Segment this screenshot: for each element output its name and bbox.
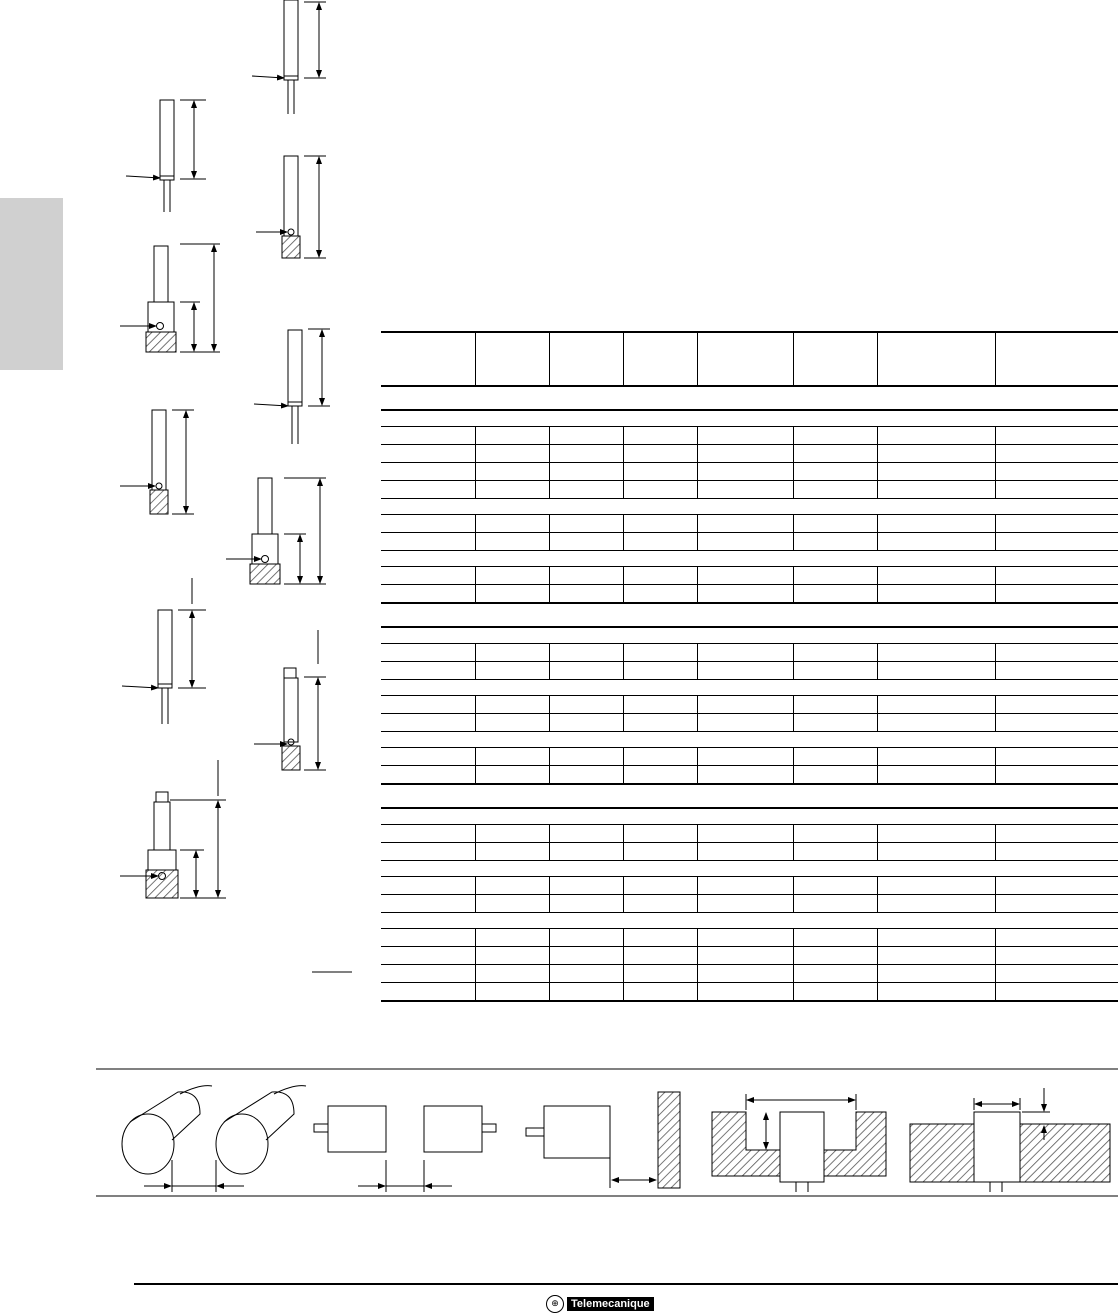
table-row <box>381 514 1118 533</box>
group-row <box>381 410 1118 427</box>
header-cell <box>696 331 793 387</box>
table-row <box>381 643 1118 662</box>
table-row <box>381 982 1118 1002</box>
table-header-row <box>381 331 1118 387</box>
table-row <box>381 765 1118 785</box>
section-row <box>381 386 1118 411</box>
group-row <box>381 731 1118 748</box>
sensor-drawing-e <box>253 328 330 444</box>
table-row <box>381 462 1118 481</box>
section-row <box>381 603 1118 628</box>
table-row <box>381 824 1118 843</box>
sensor-drawing-h <box>121 578 206 724</box>
spec-table <box>381 331 1118 1002</box>
group-row <box>381 498 1118 515</box>
group-row <box>381 550 1118 567</box>
header-cell <box>381 331 475 387</box>
diagram-facing-metal <box>525 1091 681 1189</box>
table-row <box>381 695 1118 714</box>
brand-name: Telemecanique <box>567 1297 654 1311</box>
group-row <box>381 808 1118 825</box>
te-logo-icon: ⊕ <box>546 1295 564 1313</box>
table-row <box>381 566 1118 585</box>
diagram-flush-mount <box>909 1088 1111 1192</box>
diagram-face-to-face <box>313 1105 497 1192</box>
header-cell <box>994 331 1118 387</box>
header-cell <box>876 331 995 387</box>
sensor-drawing-a <box>251 0 326 114</box>
footer-rule <box>134 1283 1118 1285</box>
header-cell <box>622 331 697 387</box>
group-row <box>381 627 1118 644</box>
table-row <box>381 876 1118 895</box>
sensor-drawing-b <box>125 99 206 212</box>
header-cell <box>792 331 877 387</box>
diagram-recess <box>711 1094 887 1192</box>
table-row <box>381 661 1118 680</box>
sensor-drawing-c <box>256 155 326 259</box>
table-row <box>381 894 1118 913</box>
table-row <box>381 426 1118 445</box>
table-row <box>381 964 1118 983</box>
table-row <box>381 842 1118 861</box>
table-row <box>381 532 1118 551</box>
diagram-side-by-side <box>121 1085 307 1192</box>
brand-logo: ⊕ Telemecanique <box>546 1295 654 1313</box>
group-row <box>381 860 1118 877</box>
header-cell <box>548 331 623 387</box>
table-row <box>381 713 1118 732</box>
table-row <box>381 946 1118 965</box>
sensor-drawing-g <box>226 477 326 585</box>
spec-table-wrap <box>381 331 1118 1002</box>
sensor-drawing-j <box>120 760 226 899</box>
table-row <box>381 480 1118 499</box>
table-row <box>381 444 1118 463</box>
sensor-drawing-d <box>120 243 220 353</box>
section-row <box>381 784 1118 809</box>
group-row <box>381 912 1118 929</box>
table-row <box>381 584 1118 604</box>
table-row <box>381 747 1118 766</box>
header-cell <box>474 331 549 387</box>
mounting-diagrams <box>96 1068 1118 1197</box>
table-row <box>381 928 1118 947</box>
sensor-drawing-i <box>254 630 326 771</box>
sensor-drawing-f <box>120 409 194 515</box>
group-row <box>381 679 1118 696</box>
section-side-tab <box>0 198 63 370</box>
